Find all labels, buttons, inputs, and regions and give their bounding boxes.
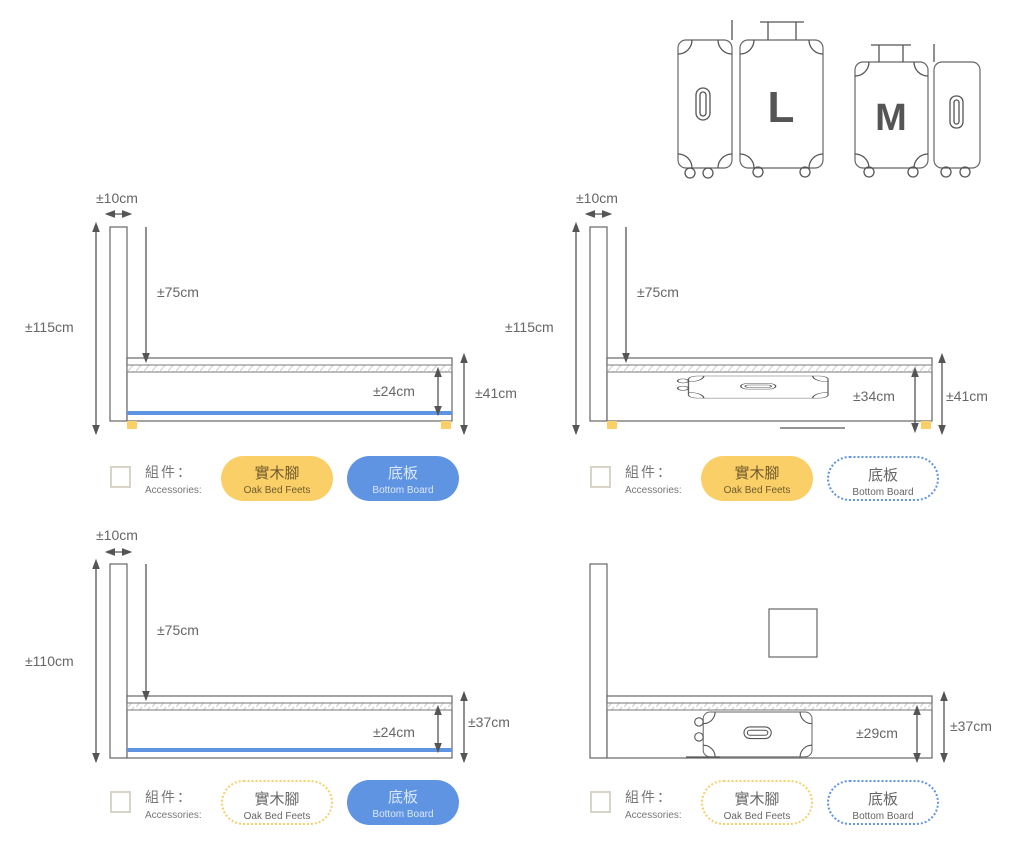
bed-height: ±37cm — [950, 718, 992, 734]
inner-height: ±24cm — [373, 383, 415, 399]
bed-height: ±41cm — [475, 385, 517, 401]
accessory-checkbox[interactable] — [110, 466, 131, 488]
size-m-label: M — [875, 97, 907, 139]
accessories-label: 組件：Accessories: — [625, 789, 682, 821]
accessory-checkbox[interactable] — [590, 791, 611, 813]
headboard-above: ±75cm — [157, 622, 199, 638]
inner-height: ±34cm — [853, 388, 895, 404]
bed-height: ±41cm — [946, 388, 988, 404]
oak-foot — [441, 421, 451, 429]
bed-panel-3: ±10cm ±110cm ±75cm ±24cm ±37cm — [25, 527, 510, 764]
headboard-thickness: ±10cm — [576, 190, 618, 206]
headboard-thickness: ±10cm — [96, 527, 138, 543]
total-height: ±110cm — [25, 653, 74, 669]
bed-panel-1: ±10cm ±115cm ±75cm ±24cm ±41cm — [25, 190, 517, 436]
inner-height: ±24cm — [373, 724, 415, 740]
suitcase-under-bed-icon — [694, 711, 813, 758]
suitcase-under-bed-icon — [676, 375, 829, 399]
accessory-checkbox[interactable] — [110, 791, 131, 813]
oak-foot — [127, 421, 137, 429]
accessories-label: 組件：Accessories: — [145, 464, 202, 496]
accessories-label: 組件：Accessories: — [625, 464, 682, 496]
luggage-large-icon: L — [739, 21, 824, 178]
inner-height: ±29cm — [856, 725, 898, 741]
headboard — [109, 226, 128, 422]
bottom-board — [127, 411, 452, 415]
size-l-label: L — [768, 83, 795, 132]
luggage-medium-icon: M — [854, 44, 929, 178]
bed-panel-2: ±10cm ±115cm ±75cm ±34cm ±41cm — [505, 190, 988, 436]
luggage-medium-side-icon — [933, 44, 981, 178]
luggage-large-side-icon — [677, 20, 733, 179]
bottom-board — [127, 748, 452, 752]
bed-panel-4: ±29cm ±37cm — [589, 563, 992, 764]
headboard-above: ±75cm — [157, 284, 199, 300]
oak-foot — [921, 421, 931, 429]
headboard-thickness: ±10cm — [96, 190, 138, 206]
accessories-label: 組件：Accessories: — [145, 789, 202, 821]
bed-height: ±37cm — [468, 714, 510, 730]
total-height: ±115cm — [25, 319, 74, 335]
oak-foot — [607, 421, 617, 429]
accessory-checkbox[interactable] — [590, 466, 611, 488]
headboard-above: ±75cm — [637, 284, 679, 300]
placeholder-square — [768, 608, 818, 658]
total-height: ±115cm — [505, 319, 554, 335]
